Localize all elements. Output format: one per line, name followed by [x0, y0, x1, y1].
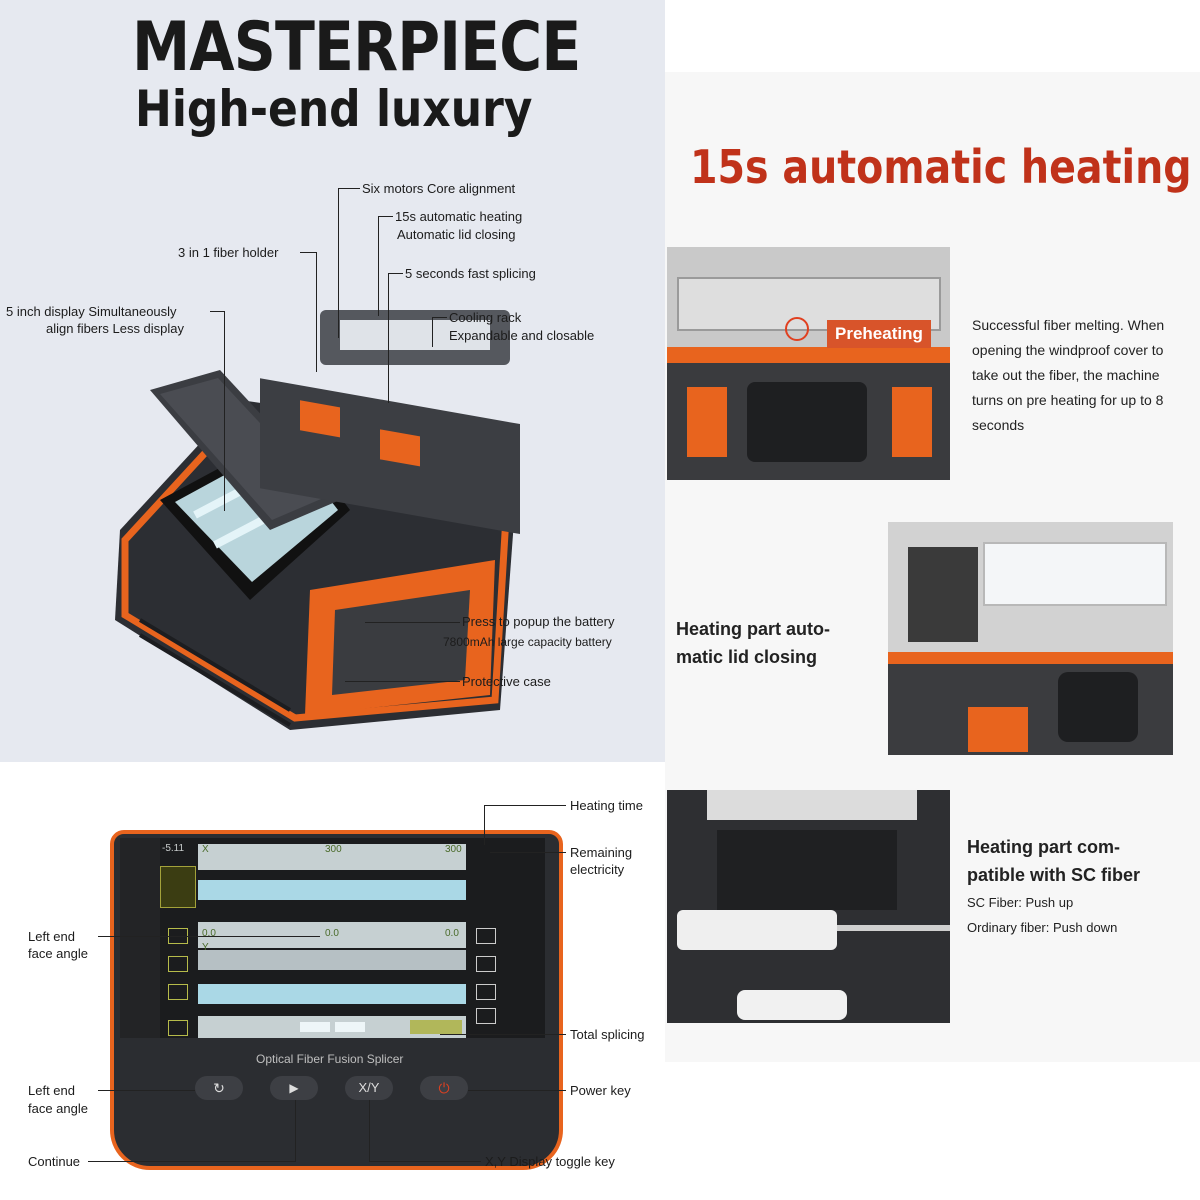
leader-line [468, 1090, 566, 1091]
screen-mid-right-value: 0.0 [445, 928, 459, 939]
leader-line [345, 681, 460, 682]
heating-headline: 15s automatic heating [690, 140, 1192, 194]
callout-battery-capacity: 7800mAh large capacity battery [443, 635, 612, 649]
leader-line [316, 252, 317, 372]
callout-protective-case: Protective case [462, 674, 551, 689]
leader-line [98, 1090, 195, 1091]
callout-total-splicing: Total splicing [570, 1027, 645, 1042]
callout-fiber-holder: 3 in 1 fiber holder [178, 245, 279, 260]
callout-face-angle: face angle [28, 946, 88, 961]
callout-six-motors: Six motors Core alignment [362, 181, 516, 196]
leader-line [295, 1100, 296, 1161]
leader-line [432, 317, 447, 318]
leader-line [88, 1161, 296, 1162]
display-screen [120, 838, 545, 1038]
leader-line [378, 216, 379, 316]
leader-line [388, 273, 403, 274]
fusion-splicer-illustration [115, 310, 520, 730]
leader-line [378, 216, 393, 217]
callout-auto-lid: Automatic lid closing [397, 227, 516, 242]
heating-indicator-icon [785, 317, 809, 341]
callout-cooling-expandable: Expandable and closable [449, 328, 595, 343]
sc-fiber-title: Heating part com-patible with SC fiber [967, 837, 1141, 885]
screen-top-right-value: 300 [445, 844, 462, 855]
xy-toggle-button[interactable]: X/Y [345, 1076, 393, 1100]
leader-line [338, 188, 360, 189]
screen-mid-left-value: 0.0 [202, 928, 216, 939]
leader-line [432, 317, 433, 347]
leader-line [369, 1161, 481, 1162]
sc-fiber-photo [667, 790, 950, 1023]
leader-line [300, 252, 316, 253]
sc-fiber-line2: Ordinary fiber: Push down [967, 920, 1118, 935]
callout-fast-splicing: 5 seconds fast splicing [405, 266, 536, 281]
leader-line [365, 622, 460, 623]
callout-cooling-rack: Cooling rack [449, 310, 522, 325]
power-icon: ⏻ [438, 1080, 450, 1096]
leader-line [224, 311, 225, 511]
callout-face-angle-2: face angle [28, 1101, 88, 1116]
leader-line [440, 1034, 566, 1035]
callout-continue: Continue [28, 1154, 81, 1169]
play-icon: ▶ [289, 1081, 299, 1095]
leader-line [369, 1100, 370, 1161]
refresh-icon: ↻ [213, 1080, 225, 1096]
leader-line [490, 852, 566, 853]
lid-closing-text: Heating part auto-matic lid closing [676, 619, 831, 667]
screen-top-mid-value: 300 [325, 844, 342, 855]
screen-mid-mid-value: 0.0 [325, 928, 339, 939]
callout-display: 5 inch display Simultaneously [6, 304, 177, 319]
callout-auto-heating: 15s automatic heating [395, 209, 523, 224]
screen-x-label: X [202, 844, 209, 855]
callout-battery: Press to popup the battery [462, 614, 615, 629]
headline-subtitle: High-end luxury [135, 80, 533, 138]
lid-closing-photo [888, 522, 1173, 755]
headline-title: MASTERPIECE [132, 8, 581, 87]
back-button[interactable]: ↻ [195, 1076, 243, 1100]
preheating-photo [667, 247, 950, 480]
sc-fiber-line1: SC Fiber: Push up [967, 895, 1074, 910]
leader-line [484, 805, 485, 845]
leader-line [210, 311, 224, 312]
callout-display-2: align fibers Less display [46, 321, 185, 336]
callout-heating-time: Heating time [570, 798, 643, 813]
callout-power-key: Power key [570, 1083, 631, 1098]
screen-y-label: Y [202, 942, 209, 953]
device-brand-label: Optical Fiber Fusion Splicer [256, 1052, 404, 1066]
leader-line [338, 188, 339, 338]
callout-left-end: Left end [28, 929, 75, 944]
preheating-chip: Preheating [827, 320, 931, 348]
power-button[interactable]: ⏻ [420, 1076, 468, 1100]
screen-top-left-value: -5.11 [162, 843, 185, 854]
callout-electricity: electricity [570, 862, 625, 877]
callout-left-end-2: Left end [28, 1083, 75, 1098]
callout-remaining: Remaining [570, 845, 633, 860]
continue-button[interactable]: ▶ [270, 1076, 318, 1100]
leader-line [388, 273, 389, 403]
callout-xy-toggle: X,Y Display toggle key [485, 1154, 615, 1169]
leader-line [484, 805, 566, 806]
preheating-description: Successful fiber melting. When opening t… [972, 317, 1165, 433]
leader-line [98, 936, 320, 937]
